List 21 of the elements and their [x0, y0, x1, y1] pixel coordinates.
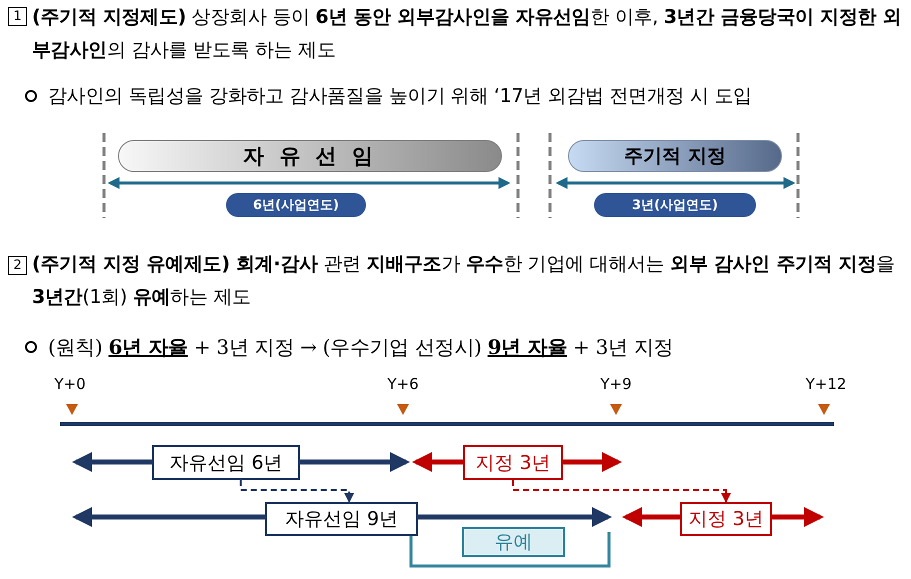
period-bar: 자 유 선 임: [118, 140, 502, 172]
number-marker: 1: [8, 7, 27, 26]
year-label: Y+0: [54, 375, 86, 393]
period-box: 자유선임 6년: [152, 445, 300, 480]
period-tag: 3년(사업연도): [594, 193, 756, 217]
paragraph: (주기적 지정제도) 상장회사 등이 6년 동안 외부감사인을 자유선임한 이후, 3년간 금융당국이 지정한 외부감사인의 감사를 받도록 하는 제도: [32, 5, 902, 63]
year-label: Y+12: [806, 375, 846, 393]
bullet-text: (원칙) 6년 자율 + 3년 지정 → (우수기업 선정시) 9년 자율 + 3년 지정: [48, 334, 674, 361]
year-label: Y+9: [600, 375, 632, 393]
bullet-text: 감사인의 독립성을 강화하고 감사품질을 높이기 위해 ‘17년 외감법 전면개정 시 도입: [48, 84, 753, 109]
number-marker: 2: [8, 256, 27, 275]
arrow: [240, 480, 354, 503]
arrow: [512, 480, 731, 503]
paragraph: (주기적 지정 유예제도) 회계·감사 관련 지배구조가 우수한 기업에 대해서는 외부 감사인 주기적 지정을 3년간(1회) 유예하는 제도: [32, 252, 896, 310]
period-bar: 주기적 지정: [568, 140, 782, 172]
period-box: 지정 3년: [463, 445, 563, 480]
year-label: Y+6: [387, 375, 419, 393]
period-box: 자유선임 9년: [265, 502, 418, 536]
period-tag: 6년(사업연도): [226, 193, 366, 217]
deferral-box: 유예: [462, 527, 565, 557]
period-box: 지정 3년: [680, 502, 772, 536]
